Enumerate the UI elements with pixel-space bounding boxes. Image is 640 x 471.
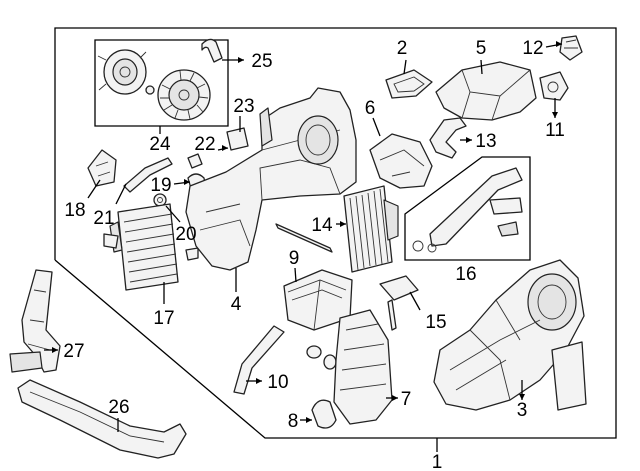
callout-25: 25 <box>251 51 272 72</box>
callout-15: 15 <box>425 312 446 333</box>
fitting-part <box>306 345 322 359</box>
clip-part-22 <box>187 153 203 169</box>
callout-10: 10 <box>267 372 288 393</box>
callout-20: 20 <box>175 224 196 245</box>
actuator-part-11 <box>539 71 569 101</box>
sensor-part-21 <box>123 157 173 193</box>
callout-18: 18 <box>64 200 85 221</box>
evaporator-part <box>343 185 399 273</box>
callout-labels: 1 2 3 4 5 6 7 8 9 10 11 12 13 14 15 16 1… <box>63 38 564 471</box>
callout-7: 7 <box>401 389 412 410</box>
blower-case-part-3 <box>433 259 585 411</box>
heater-core-part <box>109 203 179 291</box>
bracket-part <box>103 233 119 249</box>
callout-1: 1 <box>432 452 443 471</box>
callout-9: 9 <box>289 248 300 269</box>
rod-part <box>275 223 333 253</box>
block-part-15 <box>379 275 419 301</box>
callout-26: 26 <box>108 397 129 418</box>
hose-part-25 <box>201 38 223 63</box>
leader-arrowheads <box>52 41 562 423</box>
callout-6: 6 <box>365 98 376 119</box>
blower-motor-part <box>97 49 155 95</box>
duct-part-5 <box>435 61 537 121</box>
callout-16: 16 <box>455 264 476 285</box>
case-part-7 <box>333 309 393 425</box>
duct-part-6 <box>369 133 433 189</box>
callout-3: 3 <box>517 400 528 421</box>
callout-19: 19 <box>150 175 171 196</box>
callout-11: 11 <box>545 120 565 141</box>
callout-13: 13 <box>475 131 496 152</box>
callout-14: 14 <box>311 215 333 236</box>
callout-2: 2 <box>397 38 408 59</box>
callout-8: 8 <box>288 411 299 432</box>
actuator-part-18 <box>87 149 117 187</box>
callout-12: 12 <box>522 38 543 59</box>
callout-23: 23 <box>233 96 254 117</box>
sub-box-16 <box>404 156 531 261</box>
filter-part <box>551 341 587 411</box>
seal-part-8 <box>311 399 337 429</box>
bolt-part <box>387 299 397 331</box>
callout-22: 22 <box>194 134 215 155</box>
assembly-frame <box>54 27 617 439</box>
case-half-part-4 <box>185 87 357 271</box>
sub-box-24 <box>94 39 229 127</box>
callout-24: 24 <box>149 134 171 155</box>
callout-5: 5 <box>476 38 487 59</box>
callout-17: 17 <box>153 308 174 329</box>
callout-21: 21 <box>93 208 114 229</box>
bracket-part-27 <box>9 269 61 373</box>
tube-part-13 <box>429 117 467 159</box>
seal-part <box>185 247 199 261</box>
bracket-part-26 <box>17 379 187 459</box>
gasket-part-2 <box>385 69 433 99</box>
blower-fan-part <box>157 69 211 121</box>
duct-set-part-16 <box>412 167 523 253</box>
callout-27: 27 <box>63 341 84 362</box>
drain-hose-part-10 <box>233 325 285 395</box>
resistor-part-23 <box>226 127 249 151</box>
callout-4: 4 <box>231 294 242 315</box>
